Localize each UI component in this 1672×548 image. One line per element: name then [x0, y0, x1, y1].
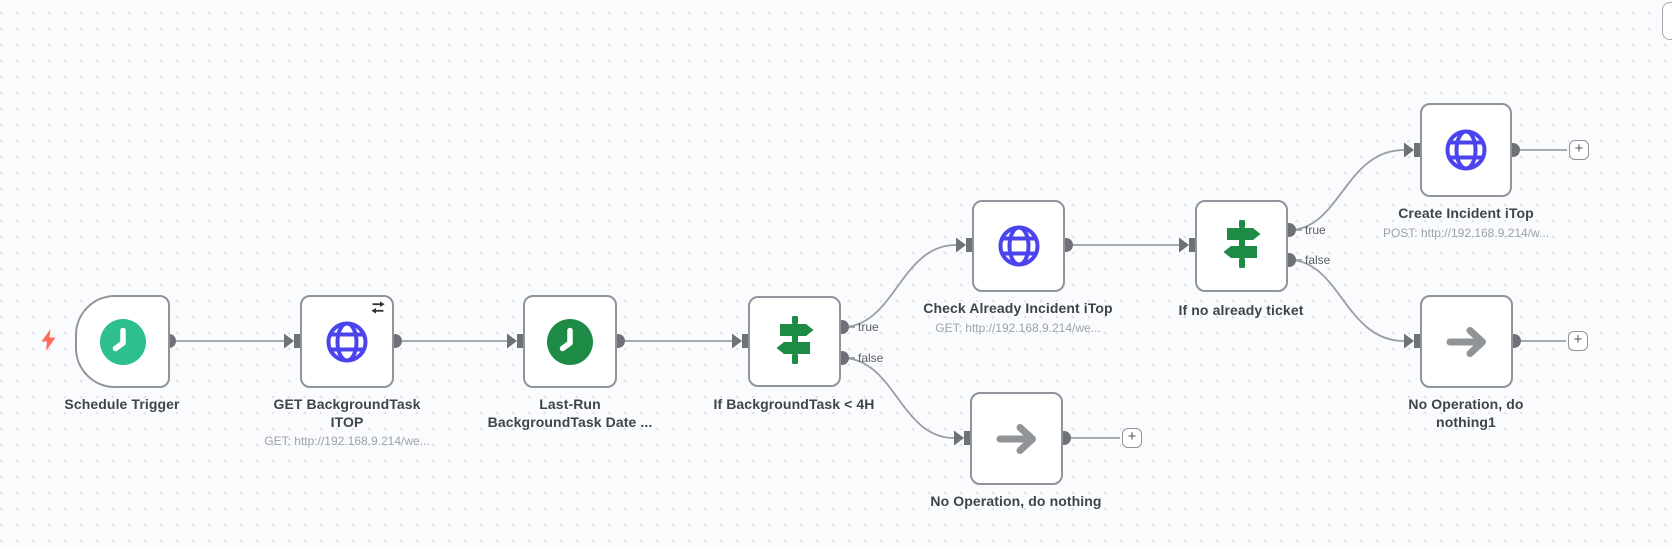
node-label-block: Last-Run BackgroundTask Date ... [481, 396, 659, 431]
node-label-block: Schedule Trigger [32, 396, 212, 414]
node-if-no-already-ticket[interactable] [1195, 200, 1288, 292]
node-last-run-backgroundtask-date[interactable] [523, 295, 617, 388]
node-label-block: If BackgroundTask < 4H [694, 396, 894, 414]
node-label-block: No Operation, do nothing1 [1391, 396, 1541, 431]
node-label-block: No Operation, do nothing [916, 493, 1116, 511]
node-label: Create Incident iTop [1398, 205, 1534, 221]
connections[interactable] [169, 149, 1567, 439]
node-label-block: Check Already Incident iTop GET: http://… [918, 300, 1118, 335]
add-node-button[interactable]: + [1569, 140, 1589, 160]
node-label: Check Already Incident iTop [923, 300, 1113, 316]
node-label: No Operation, do nothing [930, 493, 1102, 509]
add-node-button[interactable]: + [1122, 428, 1142, 448]
node-label: No Operation, do nothing1 [1408, 396, 1524, 430]
node-label: Last-Run BackgroundTask Date ... [487, 396, 653, 430]
edge-panel-cutoff [1662, 2, 1672, 40]
arrow-icon [1446, 326, 1486, 357]
node-label: If BackgroundTask < 4H [713, 396, 875, 412]
node-no-operation-do-nothing1[interactable] [1420, 295, 1513, 388]
node-no-operation-do-nothing[interactable] [970, 392, 1063, 485]
add-node-button[interactable]: + [1568, 331, 1588, 351]
clock-icon [547, 318, 593, 365]
node-check-already-incident-itop[interactable] [972, 200, 1065, 292]
node-label: GET BackgroundTask ITOP [273, 396, 421, 430]
connection-ifno-false-to-noop1 [1288, 259, 1405, 342]
output-label-false: false [1305, 253, 1331, 267]
node-label-block: Create Incident iTop POST: http://192.16… [1361, 205, 1571, 240]
arrow-icon [996, 423, 1036, 454]
node-label: Schedule Trigger [64, 396, 180, 412]
node-subtitle: POST: http://192.168.9.214/w... [1382, 225, 1550, 240]
node-create-incident-itop[interactable] [1420, 103, 1512, 197]
output-label-false: false [858, 351, 884, 365]
signpost-icon [1223, 220, 1260, 268]
node-label: If no already ticket [1178, 302, 1304, 318]
trigger-lightning-icon [40, 329, 57, 351]
node-subtitle: GET: http://192.168.9.214/we... [264, 434, 430, 448]
node-get-backgroundtask-itop[interactable] [300, 295, 394, 388]
node-label-block: If no already ticket [1141, 302, 1341, 320]
globe-icon [326, 321, 368, 362]
clock-icon [99, 318, 146, 365]
node-label-block: GET BackgroundTask ITOP GET: http://192.… [258, 396, 436, 448]
node-schedule-trigger[interactable] [75, 295, 170, 388]
node-if-backgroundtask-4h[interactable] [748, 296, 841, 387]
globe-icon [1445, 129, 1487, 171]
retry-icon [371, 301, 385, 314]
node-subtitle: GET: http://192.168.9.214/we... [935, 320, 1101, 335]
output-label-true: true [858, 320, 879, 334]
signpost-icon [776, 315, 813, 364]
globe-icon [998, 225, 1039, 267]
output-label-true: true [1305, 223, 1326, 237]
